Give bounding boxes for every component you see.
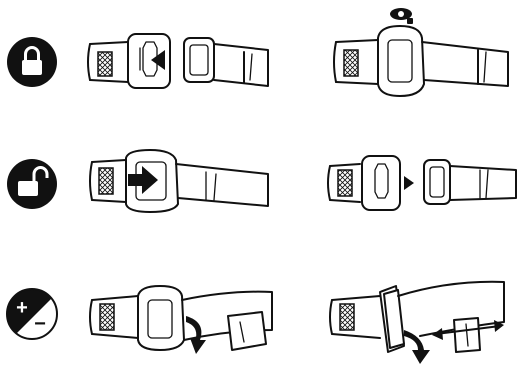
stitch-patch — [338, 170, 352, 196]
key-lock-icon — [390, 8, 413, 24]
adjust-plus-minus-icon: + − — [7, 289, 59, 341]
stitch-patch — [98, 52, 112, 76]
adjust-arrow-left — [432, 328, 443, 340]
separate-arrow — [404, 176, 414, 190]
step-buckle-locked — [334, 8, 508, 96]
strap-tail — [228, 312, 266, 350]
buckle-locked — [378, 26, 424, 96]
stitch-patch — [344, 50, 358, 76]
stitch-patch — [100, 304, 114, 330]
stitch-patch — [340, 304, 354, 330]
step-strap-adjust — [330, 282, 504, 364]
unlock-icon — [7, 159, 57, 209]
plus-symbol: + — [16, 297, 28, 319]
step-buckle-closing — [88, 34, 268, 88]
pull-arrow — [186, 316, 206, 354]
stitch-patch — [99, 168, 113, 194]
minus-symbol: − — [34, 313, 46, 335]
step-buckle-separated — [328, 156, 516, 210]
step-buckle-release — [90, 150, 268, 212]
step-strap-pull — [90, 286, 272, 354]
lock-icon — [7, 37, 57, 87]
buckle-adjuster — [138, 286, 184, 350]
